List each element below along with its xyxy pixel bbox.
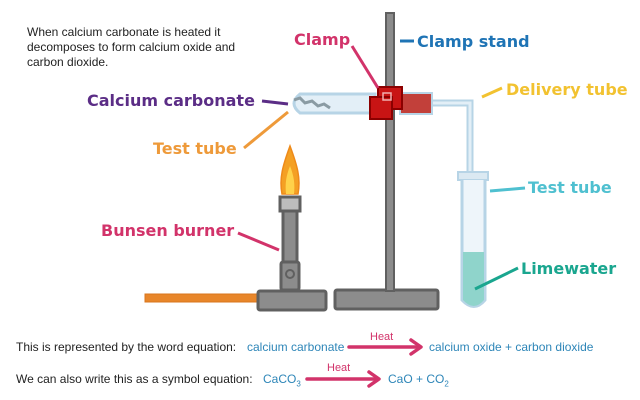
symbol-equation-condition: Heat [327,362,351,374]
word-equation-condition: Heat [370,331,394,343]
clamp-stand-label: Clamp stand [417,32,530,51]
collecting-test-tube [457,171,489,308]
intro-text: When calcium carbonate is heated it deco… [27,25,236,69]
limewater-leader [474,266,519,291]
calcium-carbonate-powder [293,96,331,110]
test-tube-right-leader [489,186,526,193]
word-equation-arrow [347,338,423,356]
calcium-carbonate-leader [261,99,289,106]
symbol-equation-reactant: CaCO3 [263,372,301,389]
symbol-equation-products: CaO + CO2 [388,372,449,389]
bunsen-burner [256,143,328,312]
delivery-tube-label: Delivery tube [506,80,628,99]
test-tube-left-leader [243,110,289,150]
word-equation-intro: This is represented by the word equation… [16,340,237,354]
delivery-tube-leader [481,86,503,99]
symbol-equation-intro: We can also write this as a symbol equat… [16,372,253,386]
test-tube-right-label: Test tube [528,178,612,197]
calcium-carbonate-label: Calcium carbonate [87,91,255,110]
test-tube-left-label: Test tube [153,139,237,158]
apparatus-diagram [144,12,526,312]
clamp-label: Clamp [294,30,351,49]
clamp-leader [350,45,380,89]
heated-test-tube [292,92,377,115]
word-equation-reactant: calcium carbonate [247,340,345,354]
bunsen-burner-leader [237,231,280,252]
symbol-equation-arrow [305,370,381,388]
word-equation-products: calcium oxide + carbon dioxide [429,340,594,354]
clamp-stand [333,12,440,311]
gas-hose [144,293,264,303]
bunsen-burner-label: Bunsen burner [101,221,235,240]
limewater-liquid [463,252,484,306]
clamp [369,86,403,120]
limewater-label: Limewater [521,259,617,278]
